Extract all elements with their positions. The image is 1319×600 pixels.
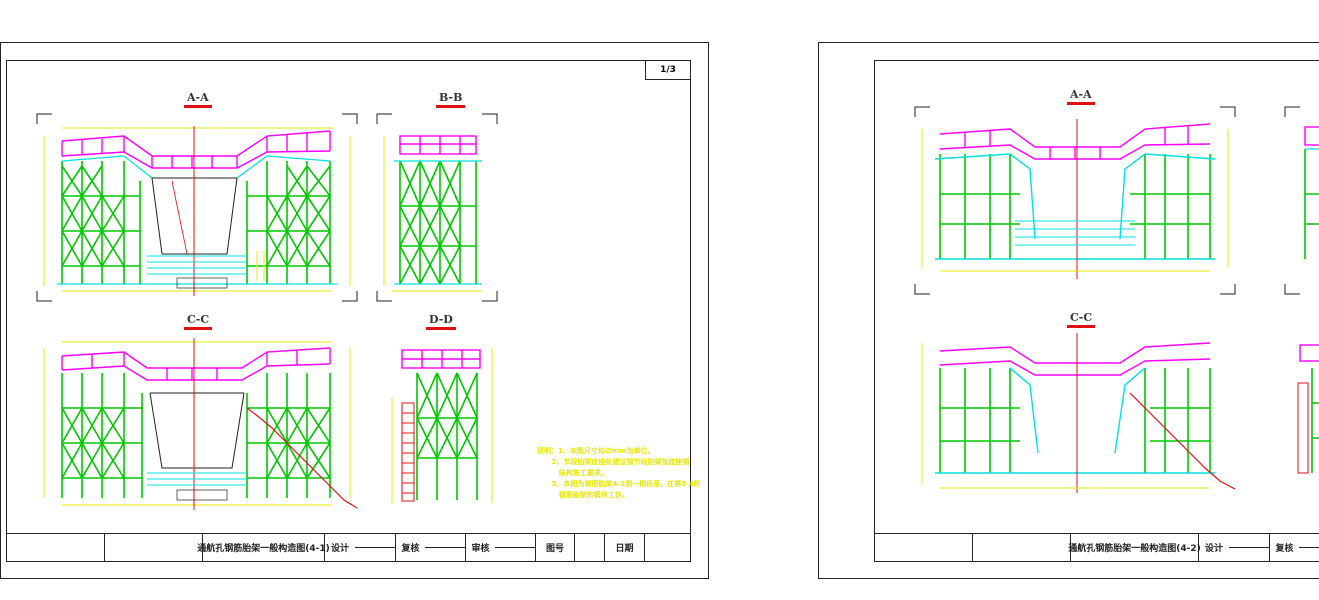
sheet-2-inner-frame: A-A C-C bbox=[874, 60, 1319, 562]
drawing-no-value bbox=[575, 534, 605, 561]
section-c-c-drawing bbox=[43, 338, 358, 510]
section-a-a-drawing bbox=[914, 106, 1236, 295]
title-block-blank-1 bbox=[7, 534, 105, 561]
drawing-sheet-1: 1/3 A-A B-B C-C D-D bbox=[0, 42, 709, 579]
section-d-d-drawing bbox=[391, 348, 493, 503]
approve-label: 审核 bbox=[465, 534, 495, 561]
title-block: 通航孔钢筋胎架一般构造图(4-2) 设计 复核 bbox=[875, 533, 1319, 561]
sheet-number: 1/3 bbox=[645, 61, 690, 80]
review-label: 复核 bbox=[1269, 534, 1299, 561]
section-label-c-c: C-C bbox=[183, 313, 213, 330]
design-signature-line bbox=[1229, 547, 1269, 548]
date-value bbox=[645, 534, 690, 561]
section-a-a-drawing bbox=[36, 113, 358, 302]
title-block: 通航孔钢筋胎架一般构造图(4-1) 设计 复核 审核 图号 日期 bbox=[7, 533, 690, 561]
section-b-b-drawing bbox=[376, 113, 498, 302]
section-c-c-drawing bbox=[921, 333, 1236, 493]
section-label-c-c: C-C bbox=[1066, 311, 1096, 328]
review-label: 复核 bbox=[395, 534, 425, 561]
drawing-notes: 说明：1、本图尺寸均以mm为单位。 2、节段胎架底座处建设预节段胎架及底座钢 结… bbox=[537, 447, 701, 499]
date-label: 日期 bbox=[605, 534, 645, 561]
review-signature-line bbox=[425, 547, 465, 548]
approve-signature-line bbox=[495, 547, 535, 548]
section-b-b-partial-drawing bbox=[1284, 106, 1319, 295]
design-signature-line bbox=[355, 547, 395, 548]
title-block-blank-2 bbox=[105, 534, 203, 561]
section-label-d-d: D-D bbox=[426, 313, 456, 330]
sheet-1-inner-frame: 1/3 A-A B-B C-C D-D bbox=[6, 60, 701, 562]
drawing-title: 通航孔钢筋胎架一般构造图(4-2) bbox=[1068, 534, 1201, 561]
drawing-no-label: 图号 bbox=[535, 534, 575, 561]
drawing-title: 通航孔钢筋胎架一般构造图(4-1) bbox=[197, 534, 330, 561]
title-block-blank-2 bbox=[973, 534, 1071, 561]
section-label-a-a: A-A bbox=[1067, 88, 1095, 105]
design-label: 设计 bbox=[1204, 544, 1223, 554]
title-block-blank-1 bbox=[875, 534, 973, 561]
drawing-sheet-2: A-A C-C bbox=[818, 42, 1319, 579]
design-label: 设计 bbox=[330, 544, 349, 554]
section-d-d-partial-drawing bbox=[1297, 344, 1319, 474]
section-label-b-b: B-B bbox=[435, 91, 466, 108]
review-signature-line bbox=[1299, 547, 1319, 548]
section-label-a-a: A-A bbox=[184, 91, 212, 108]
